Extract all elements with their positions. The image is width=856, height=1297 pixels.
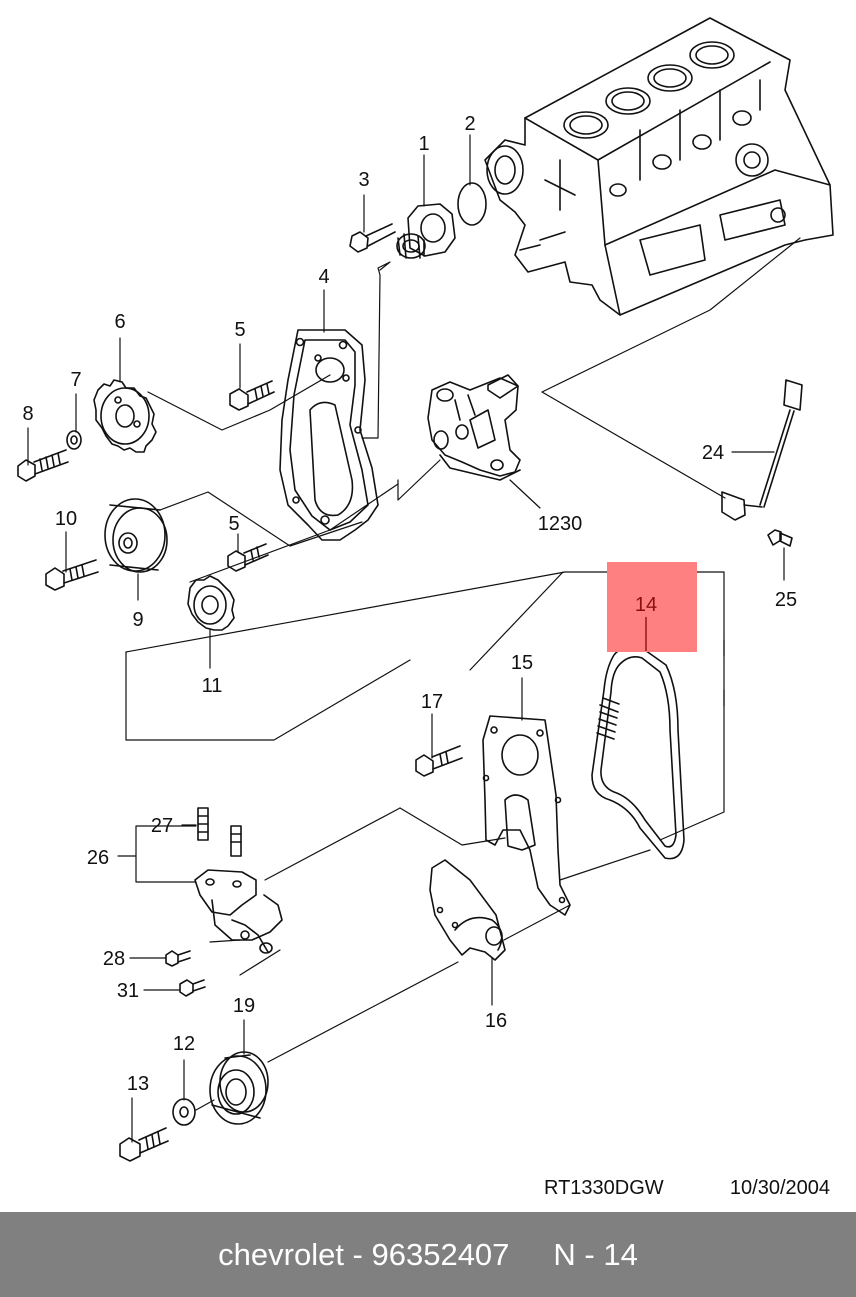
callout-11: 11 bbox=[202, 675, 223, 697]
callout-1230: 1230 bbox=[538, 513, 583, 535]
washer-12 bbox=[172, 1098, 196, 1126]
callout-4: 4 bbox=[318, 266, 329, 288]
callout-8: 8 bbox=[22, 403, 33, 425]
bolt-13 bbox=[119, 1127, 169, 1162]
callout-3: 3 bbox=[358, 169, 369, 191]
callout-7: 7 bbox=[70, 369, 81, 391]
callout-15: 15 bbox=[511, 652, 533, 674]
callout-25: 25 bbox=[775, 589, 797, 611]
footer-bar: chevrolet - 96352407 N - 14 bbox=[0, 1212, 856, 1297]
callout-14: 14 bbox=[635, 594, 657, 616]
callout-highlight bbox=[607, 562, 697, 652]
water-pump bbox=[396, 203, 456, 259]
bolt-17 bbox=[415, 745, 463, 777]
tensioner-pulley bbox=[104, 498, 168, 573]
callout-16: 16 bbox=[485, 1010, 507, 1032]
callout-26: 26 bbox=[87, 847, 109, 869]
cam-sprocket bbox=[93, 379, 157, 453]
front-cover-lower bbox=[429, 859, 506, 961]
callout-2: 2 bbox=[464, 113, 475, 135]
washer-7 bbox=[66, 430, 82, 450]
callout-9: 9 bbox=[132, 609, 143, 631]
timing-belt bbox=[591, 645, 685, 860]
callout-5-lower: 5 bbox=[228, 513, 239, 535]
callout-17: 17 bbox=[421, 691, 443, 713]
bolt-8 bbox=[17, 449, 69, 482]
callout-6: 6 bbox=[114, 311, 125, 333]
bolt-31 bbox=[179, 979, 206, 997]
callout-31: 31 bbox=[117, 980, 139, 1002]
footer-reference: N - 14 bbox=[553, 1236, 638, 1272]
bolt-25 bbox=[767, 529, 793, 547]
callout-12: 12 bbox=[173, 1033, 195, 1055]
callout-13: 13 bbox=[127, 1073, 149, 1095]
callout-5-upper: 5 bbox=[234, 319, 245, 341]
front-cover-upper bbox=[482, 715, 571, 916]
callout-19: 19 bbox=[233, 995, 255, 1017]
drawing-id: RT1330DGW bbox=[544, 1177, 664, 1199]
bolt-5-upper bbox=[229, 380, 275, 411]
engine-block bbox=[484, 17, 834, 316]
crank-sensor bbox=[721, 379, 803, 521]
leader-lines bbox=[27, 134, 801, 1143]
callout-24: 24 bbox=[702, 442, 724, 464]
callout-27: 27 bbox=[151, 815, 173, 837]
crank-pulley bbox=[209, 1051, 269, 1125]
oil-pump bbox=[427, 374, 521, 481]
callouts: 1 2 3 4 5 5 6 7 8 9 10 11 12 13 14 15 16… bbox=[22, 113, 797, 1095]
bolt-5-lower bbox=[227, 543, 269, 572]
crank-sprocket bbox=[187, 575, 235, 631]
parts-diagram: 1 2 3 4 5 5 6 7 8 9 10 11 12 13 14 15 16… bbox=[17, 17, 834, 1199]
mount-bracket bbox=[194, 869, 283, 954]
footer-part-number: chevrolet - 96352407 bbox=[218, 1236, 510, 1272]
o-ring bbox=[457, 182, 487, 226]
rear-timing-cover bbox=[279, 329, 379, 541]
bolt-28 bbox=[165, 950, 191, 967]
callout-28: 28 bbox=[103, 948, 125, 970]
bolt-3 bbox=[349, 223, 396, 253]
drawing-date: 10/30/2004 bbox=[730, 1177, 830, 1199]
studs-27 bbox=[197, 807, 242, 857]
callout-1: 1 bbox=[418, 133, 429, 155]
bolt-10 bbox=[45, 559, 99, 591]
callout-10: 10 bbox=[55, 508, 77, 530]
